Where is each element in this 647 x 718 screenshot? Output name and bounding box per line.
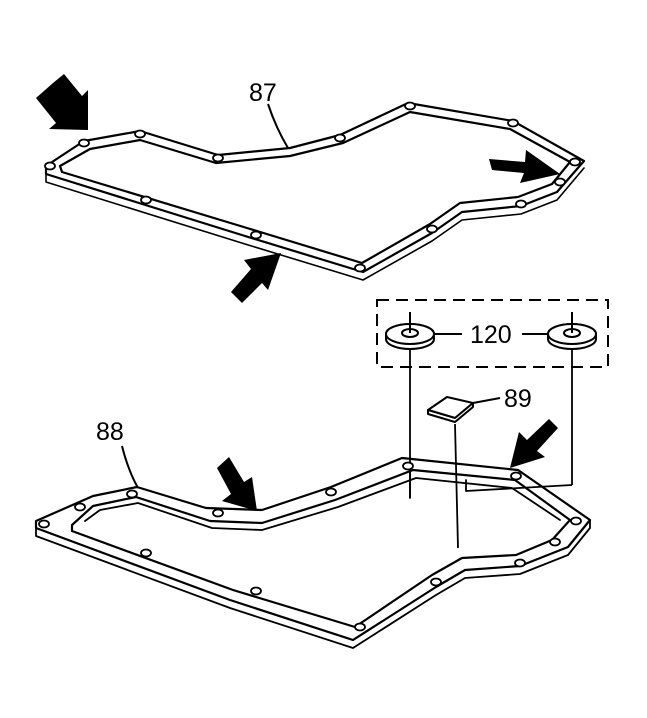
- bolt-hole: [44, 161, 56, 171]
- bolt-hole: [404, 101, 416, 111]
- pan-flange-thickness: [35, 519, 591, 649]
- bolt-hole: [549, 537, 561, 547]
- pointer-arrows: [36, 74, 560, 511]
- bolt-hole: [507, 118, 519, 128]
- bolt-hole: [140, 548, 152, 558]
- bolt-hole: [250, 230, 262, 240]
- arrow-icon: [510, 419, 558, 468]
- upper-gasket-bolt-holes: [44, 101, 581, 273]
- upper-gasket: [44, 101, 586, 281]
- pan-inner-opening: [70, 468, 572, 629]
- bolt-hole: [514, 558, 526, 568]
- seal-right: [547, 312, 597, 350]
- seal-left: [385, 312, 435, 350]
- callout-leaders: [121, 103, 289, 489]
- bolt-hole: [515, 199, 527, 209]
- bolt-hole: [354, 622, 366, 632]
- bolt-hole: [554, 177, 566, 187]
- bolt-hole: [354, 263, 366, 273]
- upper-gasket-thickness: [45, 167, 585, 281]
- bolt-hole: [570, 516, 582, 526]
- leader-line-87: [267, 103, 289, 149]
- bolt-hole: [426, 224, 438, 234]
- callout-89: 89: [504, 385, 532, 413]
- arrow-icon: [489, 150, 560, 183]
- bolt-hole: [212, 153, 224, 163]
- arrow-icon: [217, 457, 257, 511]
- bolt-hole: [212, 508, 224, 518]
- upper-gasket-outer-edge: [44, 101, 586, 274]
- bolt-hole: [325, 487, 337, 497]
- callout-87: 87: [249, 79, 277, 107]
- bolt-hole: [38, 519, 50, 529]
- callout-120: 120: [470, 321, 512, 349]
- arrow-icon: [36, 74, 88, 130]
- bolt-hole: [569, 157, 581, 167]
- alignment-lines: [409, 349, 573, 549]
- leader-line-filter: [472, 397, 501, 404]
- callout-88: 88: [96, 418, 124, 446]
- pan-wall-inner: [84, 477, 561, 531]
- bolt-hole: [74, 502, 86, 512]
- lower-pan: [34, 456, 592, 649]
- bolt-hole: [402, 461, 414, 471]
- bolt-hole: [78, 138, 90, 148]
- bolt-hole: [140, 195, 152, 205]
- bolt-hole: [126, 489, 138, 499]
- arrow-icon: [231, 253, 281, 303]
- filter: [427, 396, 474, 423]
- seal-detail-box: [376, 299, 609, 368]
- bolt-hole: [134, 129, 146, 139]
- leader-line-88: [121, 445, 139, 489]
- bolt-hole: [250, 586, 262, 596]
- bolt-hole: [510, 471, 522, 481]
- pan-rib: [409, 467, 467, 499]
- bolt-hole: [430, 577, 442, 587]
- bolt-hole: [334, 133, 346, 143]
- lower-pan-bolt-holes: [38, 461, 582, 632]
